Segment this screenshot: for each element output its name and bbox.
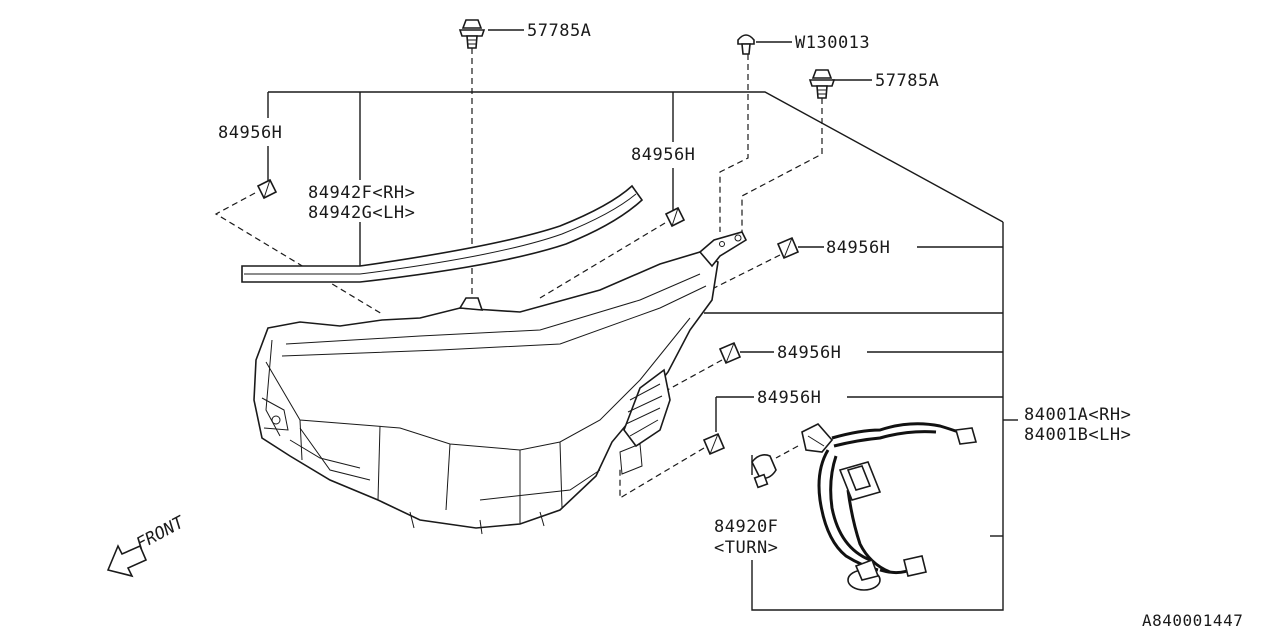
grommet-icon xyxy=(664,206,686,228)
label-bolt-right: 57785A xyxy=(875,71,939,91)
leader-lines xyxy=(267,29,1018,611)
label-bulb-name: <TURN> xyxy=(714,538,778,558)
label-seal-rh: 84942F<RH> xyxy=(308,183,415,203)
label-assy-rh: 84001A<RH> xyxy=(1024,405,1131,425)
label-assy-lh: 84001B<LH> xyxy=(1024,425,1131,445)
front-arrow-icon xyxy=(106,544,148,578)
label-bolt-top: 57785A xyxy=(527,21,591,41)
headlamp-housing-icon xyxy=(253,231,748,535)
wire-harness-icon xyxy=(801,422,978,591)
grommet-icon xyxy=(256,178,278,200)
grommet-icon xyxy=(702,432,726,456)
label-bulb-part: 84920F xyxy=(714,517,778,537)
grommet-icon xyxy=(718,341,742,365)
diagram-code: A840001447 xyxy=(1142,611,1243,630)
label-grommet-r2: 84956H xyxy=(777,343,841,363)
label-grommet-left: 84956H xyxy=(218,123,282,143)
label-grommet-mid: 84956H xyxy=(631,145,695,165)
label-grommet-r3: 84956H xyxy=(757,388,821,408)
bolt-top-icon xyxy=(458,19,486,49)
label-seal-lh: 84942G<LH> xyxy=(308,203,415,223)
clip-icon xyxy=(737,34,755,55)
label-grommet-r1: 84956H xyxy=(826,238,890,258)
label-front: FRONT xyxy=(133,512,189,555)
label-clip: W130013 xyxy=(795,33,870,53)
bulb-icon xyxy=(751,454,777,489)
seal-strip-icon xyxy=(241,184,644,283)
bolt-right-icon xyxy=(808,69,836,99)
grommet-icon xyxy=(776,236,800,260)
